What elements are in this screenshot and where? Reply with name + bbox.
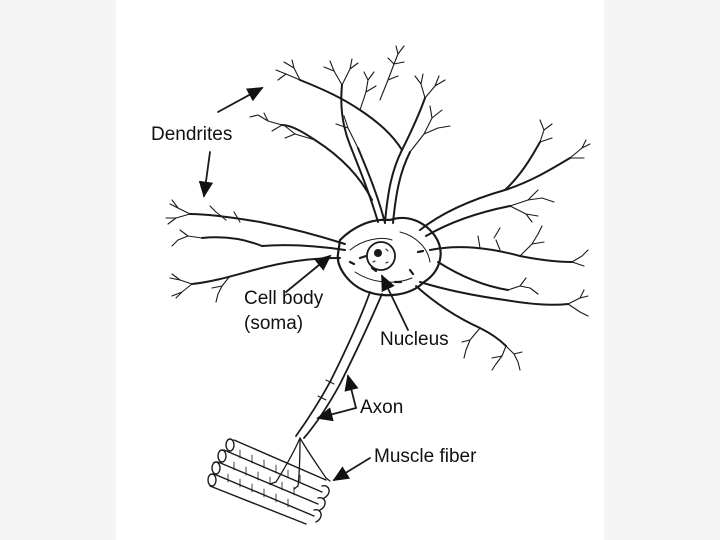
axon-terminals xyxy=(269,437,331,490)
pointer-arrows xyxy=(198,87,409,481)
dendrite-branches xyxy=(165,45,591,371)
axon-label: Axon xyxy=(360,397,404,418)
nucleus-label: Nucleus xyxy=(380,329,449,350)
muscle-fiber-shape xyxy=(207,438,330,525)
diagram-canvas xyxy=(116,0,604,540)
cell-body-shape xyxy=(336,216,442,297)
dendrites-label: Dendrites xyxy=(151,124,233,145)
axon-shape xyxy=(295,291,383,439)
neuron-drawing xyxy=(165,45,591,525)
soma-label: (soma) xyxy=(244,313,304,334)
right-side-band xyxy=(604,0,720,540)
left-side-band xyxy=(0,0,116,540)
nucleus-shape xyxy=(366,241,396,271)
cell-body-label: Cell body xyxy=(244,288,324,309)
muscle-fiber-label: Muscle fiber xyxy=(374,446,477,467)
